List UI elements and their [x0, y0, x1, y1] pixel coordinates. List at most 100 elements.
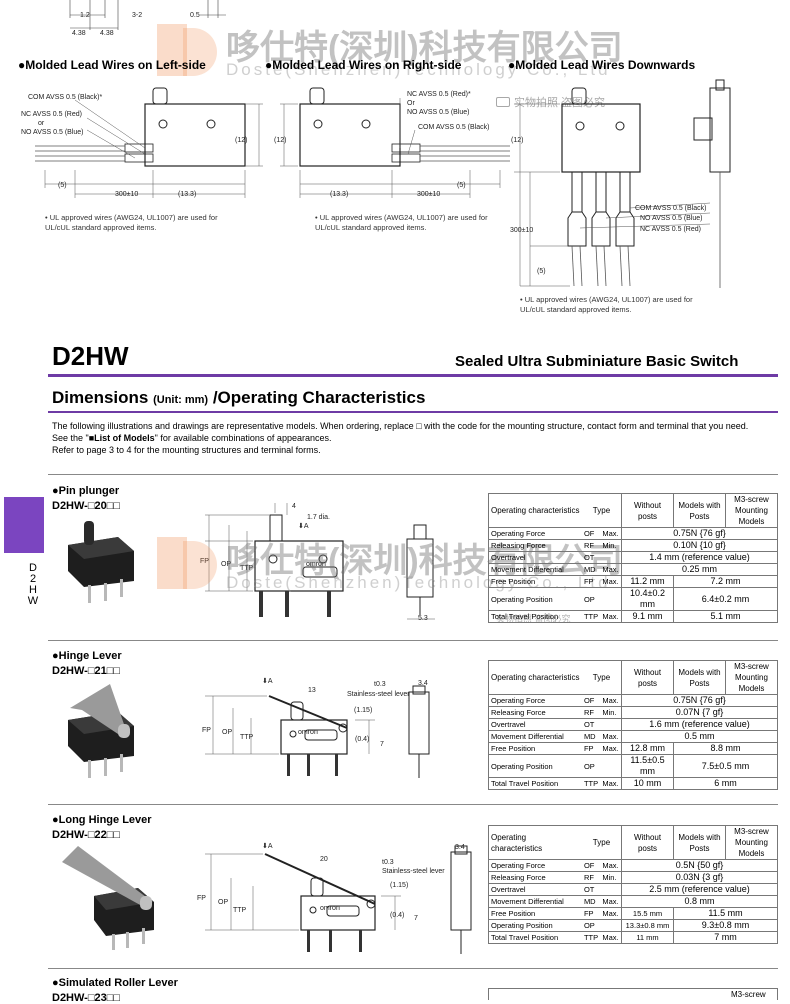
- right-dim-13-3: (13.3): [330, 191, 349, 198]
- intro-2-link[interactable]: ■List of Models: [88, 433, 155, 443]
- cell-param: Free Position: [487, 742, 582, 755]
- cell-val2: 6 mm: [673, 777, 778, 790]
- cell-param: Operating Position: [487, 587, 582, 611]
- cell-param: Operating Force: [487, 859, 582, 872]
- cell-mm: Max.: [600, 575, 623, 588]
- lhl-dim-t03: t0.3: [382, 859, 394, 866]
- right-or-label: Or: [407, 100, 415, 107]
- dim-4-38-b: 4.38: [100, 30, 114, 37]
- side-tab-label: D 2 H W: [27, 562, 39, 607]
- cell-param: Movement Differential: [487, 730, 582, 743]
- th-m3: M3-screw Mounting Models: [725, 660, 778, 695]
- cell-val2: 8.8 mm: [673, 742, 778, 755]
- hl-dim-3-4: 3.4: [418, 680, 428, 687]
- hl-dim-7: 7: [380, 741, 384, 748]
- cell-sym: OP: [581, 754, 601, 778]
- left-dim-13-3: (13.3): [178, 191, 197, 198]
- down-ul-note: • UL approved wires (AWG24, UL1007) are …: [520, 295, 693, 314]
- th-without: Without posts: [621, 825, 674, 860]
- cell-val: 11.5±0.5 mm: [621, 754, 674, 778]
- cell-val: 1.6 mm (reference value): [621, 718, 778, 731]
- cell-param: Overtravel: [487, 718, 582, 731]
- cell-sym: TTP: [581, 931, 601, 944]
- dimensions-title-text: Dimensions: [52, 388, 149, 407]
- cell-sym: MD: [581, 730, 601, 743]
- cell-param: Operating Force: [487, 694, 582, 707]
- right-ul-note: • UL approved wires (AWG24, UL1007) are …: [315, 213, 488, 232]
- cell-mm: [600, 883, 623, 896]
- cell-sym: OP: [581, 587, 601, 611]
- lhl-dim-op: OP: [218, 899, 229, 906]
- cell-param: Overtravel: [487, 883, 582, 896]
- watermark-cn: 哆仕特(深圳)科技有限公司: [226, 29, 623, 67]
- pin-plunger-photo: [68, 521, 134, 603]
- lhl-dim-0-4: (0.4): [390, 912, 405, 919]
- cell-sym: RF: [581, 539, 601, 552]
- cell-param: Movement Differential: [487, 563, 582, 576]
- cell-val: 0.25 mm: [621, 563, 778, 576]
- th-oc: Operating characteristics: [487, 493, 582, 528]
- cell-param: Total Travel Position: [487, 610, 582, 623]
- side-tab: [4, 497, 44, 553]
- right-side-drawing: [280, 87, 510, 198]
- th-oc-2: characteristics: [491, 843, 543, 853]
- cell-sym: FP: [581, 575, 601, 588]
- cell-sym: RF: [581, 706, 601, 719]
- intro-line-2: See the "■List of Models" for available …: [52, 432, 780, 444]
- section-long-hinge-lever-code: D2HW-□22□□: [52, 829, 120, 841]
- left-side-title: ●Molded Lead Wires on Left-side: [18, 58, 206, 72]
- cell-mm: Max.: [600, 694, 623, 707]
- spec-table-pin-plunger: Operating characteristics Type Without p…: [487, 493, 778, 623]
- intro-line-1: The following illustrations and drawings…: [52, 421, 749, 431]
- cell-param: Total Travel Position: [487, 931, 582, 944]
- cell-param: Overtravel: [487, 551, 582, 564]
- cell-val: 2.5 mm (reference value): [621, 883, 778, 896]
- intro-text: The following illustrations and drawings…: [52, 420, 780, 456]
- cell-sym: OT: [581, 551, 601, 564]
- hl-dim-t03: t0.3: [374, 681, 386, 688]
- cell-sym: OT: [581, 883, 601, 896]
- cell-val2: 5.1 mm: [673, 610, 778, 623]
- hl-dim-fp: FP: [202, 727, 211, 734]
- th-with: Models with Posts: [673, 825, 726, 860]
- lhl-dim-fp: FP: [197, 895, 206, 902]
- right-no-label: NO AVSS 0.5 (Blue): [407, 109, 470, 116]
- spec-table-roller-lever: M3-screw: [488, 988, 778, 1000]
- down-no-label: NO AVSS 0.5 (Blue): [640, 215, 703, 222]
- intro-line-3: Refer to page 3 to 4 for the mounting st…: [52, 445, 321, 455]
- th-m3-partial: M3-screw: [731, 990, 766, 999]
- cell-param: Releasing Force: [487, 871, 582, 884]
- long-hinge-lever-drawing: [205, 845, 472, 954]
- hl-brand: omron: [298, 729, 318, 736]
- doste-logo-icon: [157, 537, 217, 597]
- cell-val: 0.8 mm: [621, 895, 778, 908]
- th-with: Models with Posts: [673, 660, 726, 695]
- cell-val: 12.8 mm: [621, 742, 674, 755]
- cell-param: Operating Force: [487, 527, 582, 540]
- cell-mm: Max.: [600, 610, 623, 623]
- pp-brand: omron: [306, 561, 326, 568]
- cell-sym: OF: [581, 694, 601, 707]
- cell-mm: Min.: [600, 871, 623, 884]
- left-or-label: or: [38, 120, 45, 127]
- down-dim-12: (12): [511, 137, 524, 144]
- right-dim-5: (5): [457, 182, 466, 189]
- cell-sym: RF: [581, 871, 601, 884]
- separator-1: [48, 474, 778, 475]
- arrow-down-icon: ⬇: [262, 678, 268, 685]
- cell-sym: TTP: [581, 610, 601, 623]
- cell-param: Free Position: [487, 907, 582, 920]
- cell-mm: [600, 754, 623, 778]
- dim-1-2: 1.2: [80, 12, 90, 19]
- left-ul-note: • UL approved wires (AWG24, UL1007) are …: [45, 213, 218, 232]
- cell-val: 0.75N {76 gf}: [621, 694, 778, 707]
- down-dim-5: (5): [537, 268, 546, 275]
